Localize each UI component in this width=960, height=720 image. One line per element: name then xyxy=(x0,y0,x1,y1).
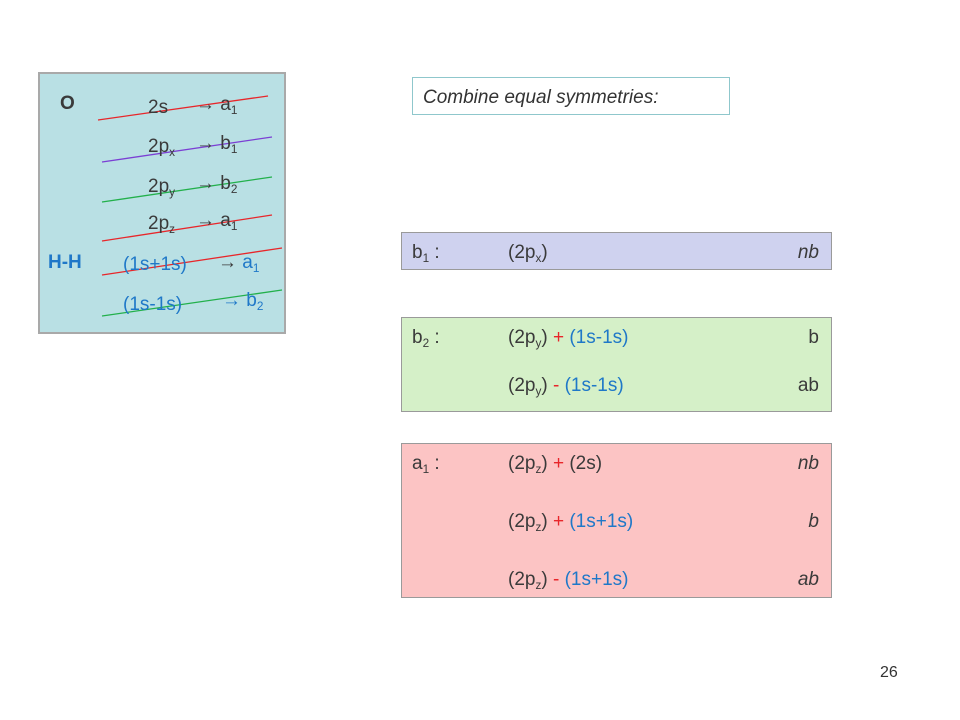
orbital-2py: 2py xyxy=(148,176,176,200)
strike-line-2s xyxy=(97,95,269,121)
b2-bonding-type: b xyxy=(808,327,819,348)
orbital-1s-plus-1s: (1s+1s) xyxy=(123,254,187,275)
page-number: 26 xyxy=(880,664,898,681)
combine-title-box: Combine equal symmetries: xyxy=(412,77,730,115)
target-a1: → a1 xyxy=(196,94,238,118)
b2-label: b2 : xyxy=(412,327,440,351)
target-b2: → b2 xyxy=(196,173,238,197)
a1-symmetry-box: a1 : (2pz) + (2s) nb (2pz) + (1s+1s) b (… xyxy=(401,443,832,598)
a1-antibonding-combination: (2pz) - (1s+1s) xyxy=(508,569,629,593)
strike-line-2pz xyxy=(101,214,273,242)
oxygen-label: O xyxy=(60,93,75,114)
strike-line-1s-minus-1s xyxy=(101,289,283,317)
strike-line-2px xyxy=(101,136,273,163)
target-b1: → b1 xyxy=(196,133,238,157)
symmetry-assignment-box: O H-H 2s → a1 2px → b1 2py → b2 2pz → a1… xyxy=(38,72,286,334)
orbital-1s-minus-1s: (1s-1s) xyxy=(123,294,183,315)
b2-antibonding-type: ab xyxy=(797,375,819,396)
target-b2-hh: → b2 xyxy=(222,290,264,314)
a1-nonbonding-combination: (2pz) + (2s) xyxy=(508,453,603,477)
a1-nonbonding-type: nb xyxy=(797,453,819,474)
b1-expression: (2px) xyxy=(508,242,548,266)
b1-label: b1 : xyxy=(412,242,440,266)
strike-line-1s-plus-1s xyxy=(101,247,283,276)
combine-title: Combine equal symmetries: xyxy=(423,87,659,108)
a1-antibonding-type: ab xyxy=(797,569,819,590)
hh-label: H-H xyxy=(48,252,82,273)
orbital-2px: 2px xyxy=(148,136,176,160)
orbital-2s: 2s xyxy=(148,97,169,118)
b1-bond-type: nb xyxy=(797,242,819,263)
b2-antibonding-combination: (2py) - (1s-1s) xyxy=(508,375,624,399)
a1-bonding-combination: (2pz) + (1s+1s) xyxy=(508,511,634,535)
target-a1-hh: → a1 xyxy=(218,252,260,276)
b1-symmetry-box: b1 : (2px) nb xyxy=(401,232,832,270)
b2-bonding-combination: (2py) + (1s-1s) xyxy=(508,327,629,351)
a1-bonding-type: b xyxy=(808,511,819,532)
b2-symmetry-box: b2 : (2py) + (1s-1s) b (2py) - (1s-1s) a… xyxy=(401,317,832,412)
orbital-2pz: 2pz xyxy=(148,213,176,237)
target-a1-pz: → a1 xyxy=(196,210,238,234)
a1-label: a1 : xyxy=(412,453,440,477)
strike-line-2py xyxy=(101,176,273,203)
strike-lines xyxy=(97,95,283,317)
